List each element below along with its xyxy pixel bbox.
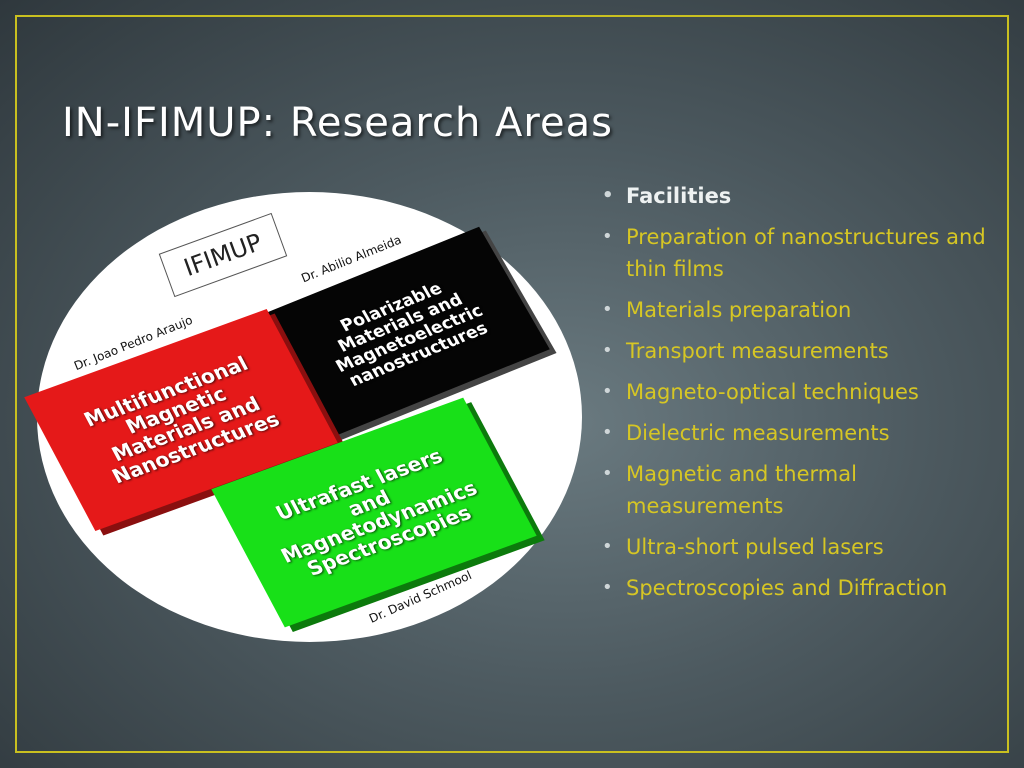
facility-item: Magnetic and thermal measurements bbox=[596, 458, 1006, 522]
facility-item: Dielectric measurements bbox=[596, 417, 1006, 449]
facilities-list: Facilities Preparation of nanostructures… bbox=[596, 180, 1006, 613]
facility-item: Ultra-short pulsed lasers bbox=[596, 531, 1006, 563]
facility-item: Spectroscopies and Diffraction bbox=[596, 572, 1006, 604]
facility-item: Preparation of nanostructures and thin f… bbox=[596, 221, 1006, 285]
facilities-heading: Facilities bbox=[596, 180, 1006, 212]
facility-item: Materials preparation bbox=[596, 294, 1006, 326]
slide-frame bbox=[15, 15, 1009, 753]
slide-title: IN-IFIMUP: Research Areas bbox=[62, 100, 613, 146]
facility-item: Transport measurements bbox=[596, 335, 1006, 367]
facility-item: Magneto-optical techniques bbox=[596, 376, 1006, 408]
